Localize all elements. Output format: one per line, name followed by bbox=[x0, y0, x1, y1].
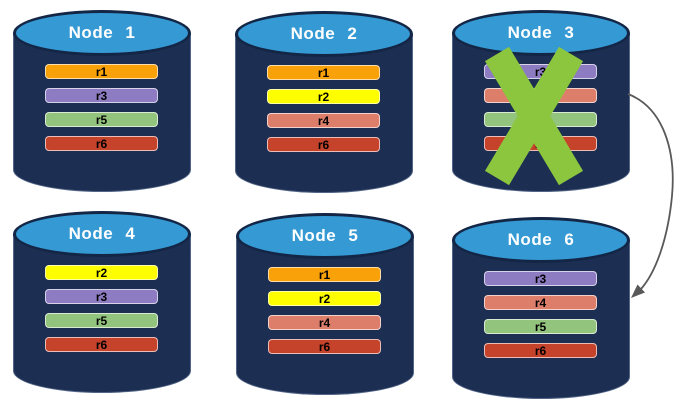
node-cylinder-6: Node 6 r3 r4 r5 r6 bbox=[452, 217, 630, 400]
replica-list: r1 r2 r4 r6 bbox=[268, 267, 381, 363]
replica-bar: r6 bbox=[484, 343, 597, 358]
replica-bar: r1 bbox=[267, 65, 380, 80]
node-title: Node 3 bbox=[507, 23, 575, 42]
replica-bar: r3 bbox=[45, 289, 158, 304]
node-title: Node 6 bbox=[507, 230, 575, 249]
replica-bar: r3 bbox=[484, 271, 597, 286]
cylinder-top: Node 4 bbox=[13, 211, 191, 257]
replica-list: r3 r4 r5 r6 bbox=[484, 271, 597, 367]
node-title: Node 2 bbox=[290, 24, 358, 43]
replica-bar: r6 bbox=[268, 339, 381, 354]
cylinder-top: Node 1 bbox=[13, 10, 191, 56]
node-cylinder-1: Node 1 r1 r3 r5 r6 bbox=[13, 10, 191, 193]
replica-bar: r1 bbox=[268, 267, 381, 282]
replica-bar: r6 bbox=[45, 337, 158, 352]
cylinder-top: Node 6 bbox=[452, 217, 630, 263]
replica-bar: r2 bbox=[268, 291, 381, 306]
replica-bar: r2 bbox=[45, 265, 158, 280]
replica-list: r1 r2 r4 r6 bbox=[267, 65, 380, 161]
node-title: Node 5 bbox=[291, 226, 359, 245]
node-cylinder-5: Node 5 r1 r2 r4 r6 bbox=[236, 213, 414, 396]
node-cylinder-4: Node 4 r2 r3 r5 r6 bbox=[13, 211, 191, 394]
cylinder-top: Node 3 bbox=[452, 10, 630, 56]
node-title: Node 1 bbox=[68, 23, 136, 42]
replica-list: r1 r3 r5 r6 bbox=[45, 64, 158, 160]
node-title: Node 4 bbox=[68, 224, 136, 243]
replica-bar: r5 bbox=[45, 313, 158, 328]
node-cylinder-3: Node 3 r3 r4 r5 r6 bbox=[452, 10, 630, 193]
cylinder-top: Node 5 bbox=[236, 213, 414, 259]
x-mark-icon bbox=[484, 46, 584, 186]
replica-bar: r6 bbox=[267, 137, 380, 152]
replica-bar: r2 bbox=[267, 89, 380, 104]
replica-bar: r5 bbox=[45, 112, 158, 127]
replica-bar: r3 bbox=[45, 88, 158, 103]
replica-bar: r1 bbox=[45, 64, 158, 79]
replica-bar: r4 bbox=[267, 113, 380, 128]
cylinder-top: Node 2 bbox=[235, 11, 413, 57]
replica-bar: r6 bbox=[45, 136, 158, 151]
node-cylinder-2: Node 2 r1 r2 r4 r6 bbox=[235, 11, 413, 194]
replica-bar: r5 bbox=[484, 319, 597, 334]
replica-bar: r4 bbox=[268, 315, 381, 330]
replica-bar: r4 bbox=[484, 295, 597, 310]
replica-list: r2 r3 r5 r6 bbox=[45, 265, 158, 361]
